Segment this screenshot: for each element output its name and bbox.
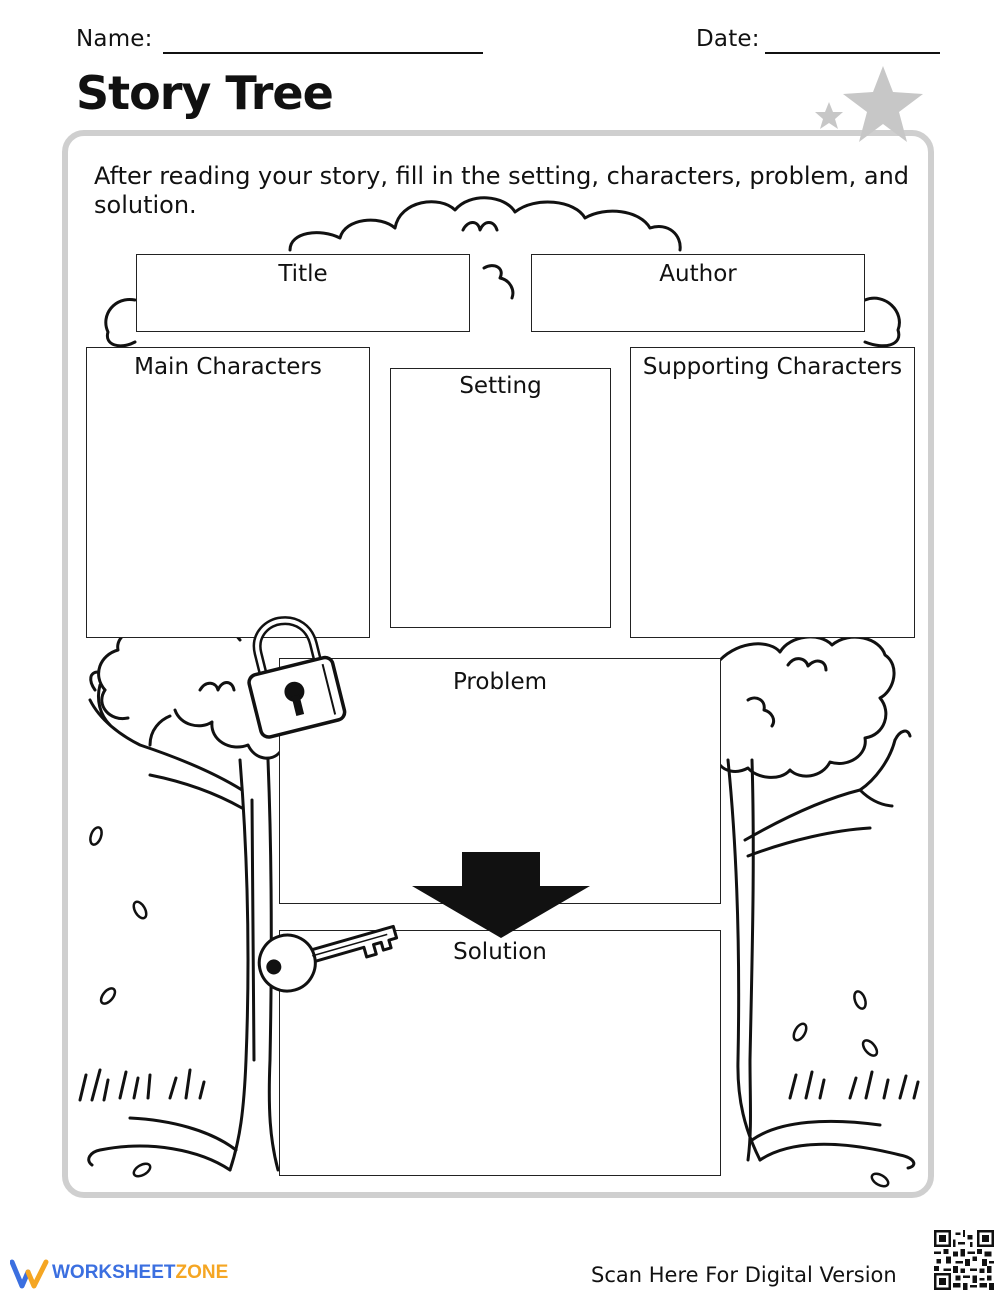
qr-code[interactable]	[934, 1230, 994, 1290]
solution-box[interactable]: Solution	[279, 930, 721, 1176]
arrow-down-icon	[412, 852, 590, 938]
author-label: Author	[659, 261, 737, 287]
solution-label: Solution	[453, 939, 547, 965]
main-characters-label: Main Characters	[134, 354, 322, 380]
brand-name[interactable]: WORKSHEETZONE	[52, 1262, 228, 1284]
name-field[interactable]	[163, 52, 483, 54]
scan-text: Scan Here For Digital Version	[591, 1263, 897, 1287]
brand-zone: ZONE	[175, 1262, 229, 1283]
date-label: Date:	[696, 26, 760, 52]
worksheetzone-logo-icon	[10, 1259, 49, 1289]
main-characters-box[interactable]: Main Characters	[86, 347, 370, 638]
date-field[interactable]	[765, 52, 940, 54]
brand-worksheet: WORKSHEET	[52, 1262, 176, 1283]
problem-label: Problem	[452, 669, 548, 695]
title-label: Title	[278, 261, 328, 287]
author-box[interactable]: Author	[531, 254, 865, 332]
setting-box[interactable]: Setting	[390, 368, 611, 628]
page-title: Story Tree	[76, 66, 334, 120]
title-box[interactable]: Title	[136, 254, 470, 332]
setting-label: Setting	[459, 373, 542, 399]
key-icon	[257, 924, 399, 993]
instructions-text: After reading your story, fill in the se…	[94, 162, 910, 219]
supporting-characters-label: Supporting Characters	[642, 354, 903, 380]
lock-icon	[247, 616, 347, 739]
supporting-characters-box[interactable]: Supporting Characters	[630, 347, 915, 638]
star-icon	[815, 66, 923, 142]
name-label: Name:	[76, 26, 153, 52]
worksheet-frame	[62, 130, 934, 1198]
